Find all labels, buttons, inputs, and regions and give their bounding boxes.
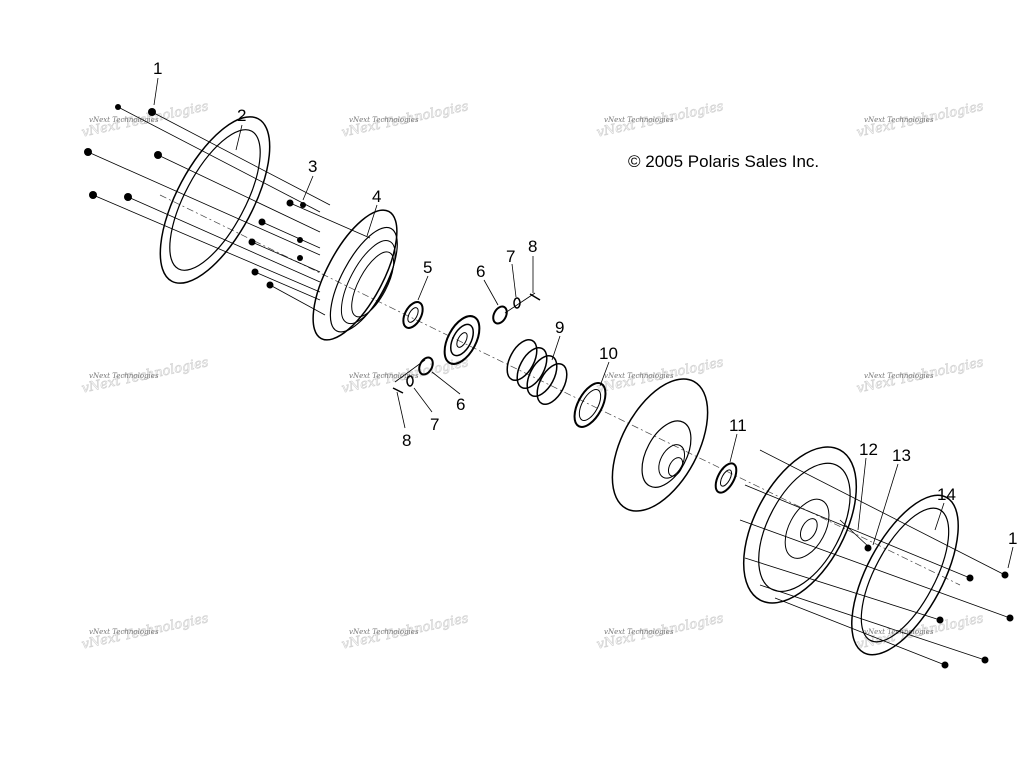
- callout-8: 8: [528, 237, 537, 256]
- callout-1-right: 1: [1008, 529, 1017, 548]
- callout-1: 1: [153, 59, 162, 78]
- watermark-text: vNext Technologies: [604, 116, 674, 124]
- watermark-text: vNext Technologies: [89, 116, 159, 124]
- callout-6: 6: [476, 262, 485, 281]
- moveable-sheave: [611, 378, 709, 512]
- bushing: [402, 301, 424, 329]
- fixed-sheave-cover: [742, 446, 858, 604]
- callout-4: 4: [372, 187, 381, 206]
- spider-hub: [443, 315, 481, 365]
- callout-12: 12: [859, 440, 878, 459]
- leader-lines: [153, 77, 1014, 569]
- watermark-text: vNext Technologies: [349, 116, 419, 124]
- washer: [714, 462, 738, 494]
- watermark-text: vNext Technologies: [864, 372, 934, 380]
- watermark-text: vNext Technologies: [604, 628, 674, 636]
- callout-11: 11: [729, 416, 747, 435]
- watermark-text: vNext Technologies: [604, 372, 674, 380]
- watermark-text: vNext Technologies: [89, 628, 159, 636]
- gasket-ring-right: [851, 494, 959, 656]
- callout-7: 7: [506, 247, 515, 266]
- watermark-text: vNext Technologies: [349, 628, 419, 636]
- watermark-text: vNext Technologies: [864, 116, 934, 124]
- callout-5: 5: [423, 258, 432, 277]
- callout-2: 2: [237, 106, 246, 125]
- watermark-text: vNext Technologies: [89, 372, 159, 380]
- rollers-and-washers: [392, 293, 541, 394]
- callout-3: 3: [308, 157, 317, 176]
- watermark-text: vNext Technologies: [349, 372, 419, 380]
- assembly-axis: [159, 194, 961, 586]
- screw-set: [84, 104, 1014, 669]
- callout-9: 9: [555, 318, 564, 337]
- spring-retainer-ring: [573, 382, 607, 428]
- callout-7-lower: 7: [430, 415, 439, 434]
- callout-8-lower: 8: [402, 431, 411, 450]
- callout-6-lower: 6: [456, 395, 465, 414]
- clutch-spring: [506, 339, 568, 405]
- copyright-notice: © 2005 Polaris Sales Inc.: [628, 152, 819, 171]
- callout-10: 10: [599, 344, 618, 363]
- gasket-ring-left: [159, 116, 271, 284]
- callout-labels: 1 2 3 4 5 6 7 8 9 10 6 7 8 11 12 13 14 1: [153, 59, 1017, 548]
- watermark-group: vNext Technologies vNext Technologies vNe…: [80, 99, 985, 653]
- callout-14: 14: [937, 485, 956, 504]
- drive-housing: [312, 209, 398, 341]
- callout-13: 13: [892, 446, 911, 465]
